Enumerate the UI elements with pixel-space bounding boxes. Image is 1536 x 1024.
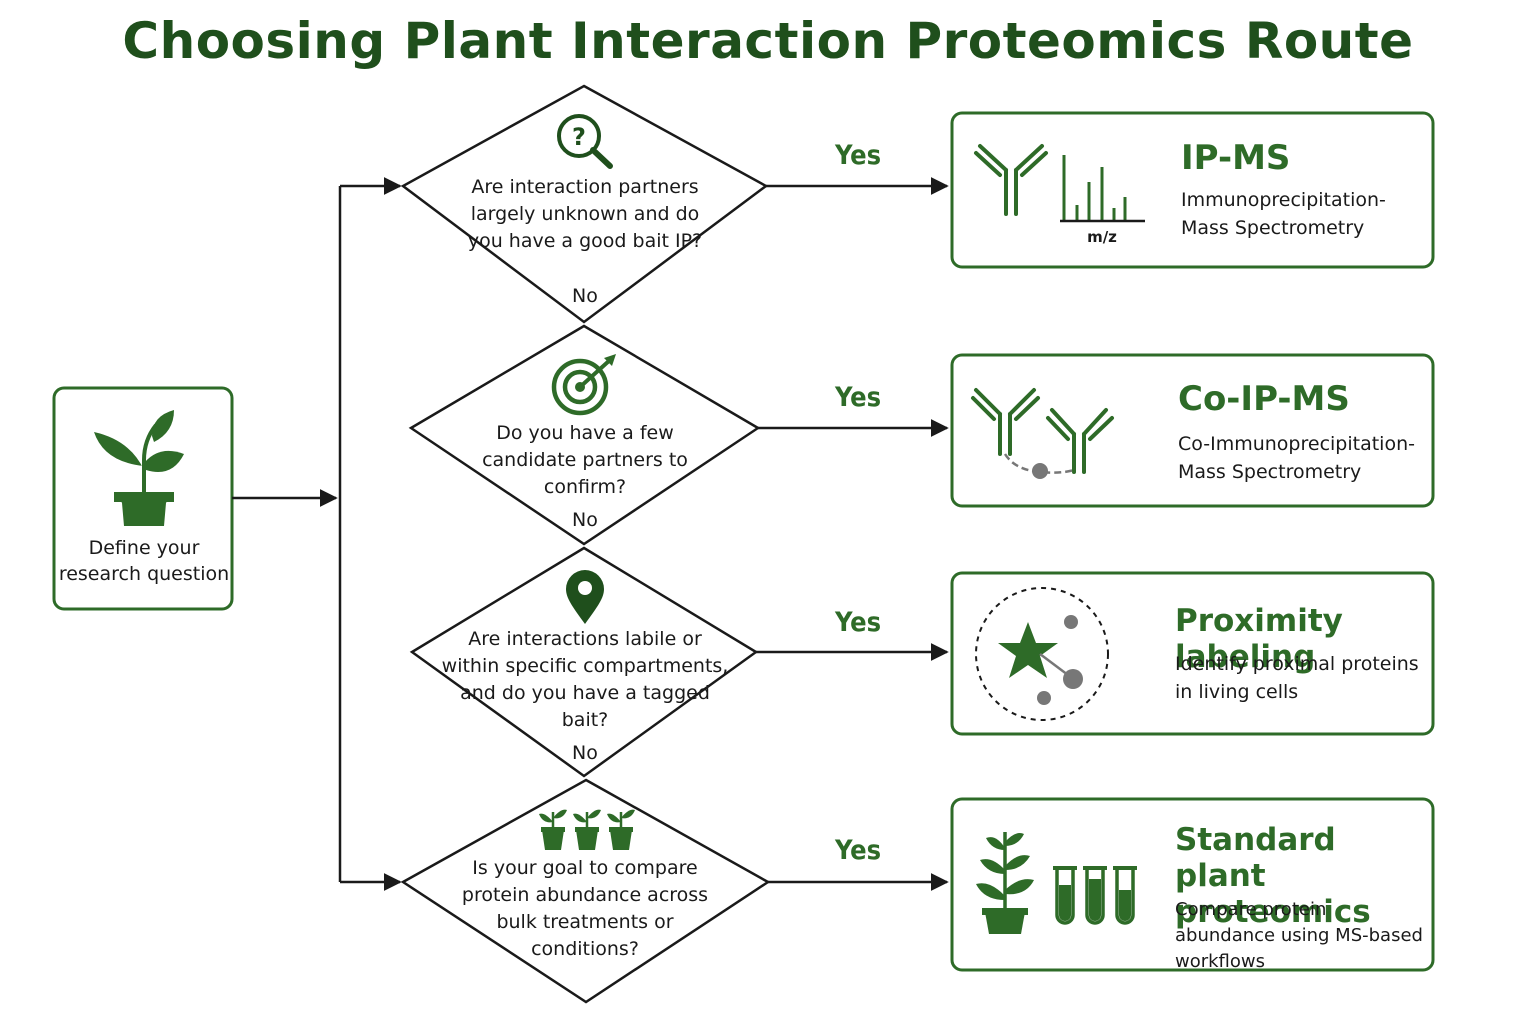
no-label-1: No: [572, 285, 598, 307]
question-2-text: Do you have a few candidate partners to …: [482, 422, 688, 498]
method-title-proximity: Proximity labeling: [1175, 603, 1343, 675]
svg-text:?: ?: [572, 123, 586, 151]
mz-axis-label: m/z: [1087, 228, 1117, 246]
method-box-ip-ms: [950, 111, 1435, 269]
method-desc-co-ip-ms: Co-Immunoprecipitation-Mass Spectrometry: [1178, 433, 1415, 483]
method-desc-proximity: Identify proximal proteins in living cel…: [1175, 653, 1419, 703]
page-title: Choosing Plant Interaction Proteomics Ro…: [122, 12, 1414, 70]
connector-lines: [232, 177, 949, 891]
plant-pot-icon: [94, 410, 184, 526]
question-4-text: Is your goal to compare protein abundanc…: [461, 857, 709, 960]
no-label-2: No: [572, 509, 598, 531]
question-1-text: Are interaction partners largely unknown…: [467, 176, 703, 252]
decision-diamond-2: [408, 324, 761, 546]
yes-label-4: Yes: [835, 835, 882, 866]
question-magnifier-icon: ?: [557, 114, 613, 169]
method-box-standard: [950, 797, 1435, 972]
start-label: Define your research question: [58, 537, 230, 585]
method-title-ip-ms: IP-MS: [1181, 138, 1291, 178]
method-box-proximity: [950, 571, 1435, 736]
no-label-3: No: [572, 742, 598, 764]
antibody-pair-icon: [971, 388, 1114, 479]
method-desc-ip-ms: Immunoprecipitation-Mass Spectrometry: [1181, 189, 1386, 239]
decision-diamond-4: [400, 778, 771, 1004]
method-desc-standard: Compare protein abundance using MS-based…: [1175, 899, 1423, 972]
method-title-standard: Standard plant proteomics: [1175, 822, 1371, 930]
target-icon: [551, 354, 616, 416]
question-3-text: Are interactions labile or within specif…: [441, 628, 729, 731]
location-pin-icon: [566, 570, 604, 624]
method-title-co-ip-ms: Co-IP-MS: [1178, 379, 1350, 419]
decision-diamond-3: [409, 546, 759, 778]
plant-tubes-icon: [976, 832, 1137, 934]
decision-diamond-1: [400, 84, 769, 324]
yes-label-3: Yes: [835, 607, 882, 638]
yes-label-2: Yes: [835, 382, 882, 413]
star-proximity-icon: [975, 587, 1109, 721]
yes-label-1: Yes: [835, 140, 882, 171]
antibody-spectrum-icon: m/z: [974, 144, 1145, 246]
three-plants-icon: [539, 809, 635, 850]
